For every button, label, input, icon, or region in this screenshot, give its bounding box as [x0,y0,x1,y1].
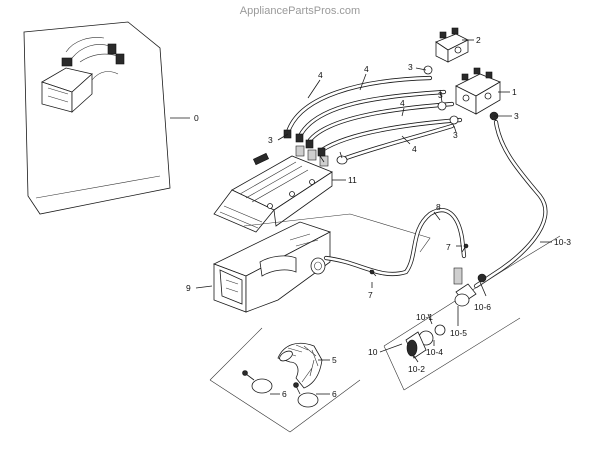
part-2-water-valve [435,27,469,63]
callout-6-right: 6 [332,389,337,399]
callout-3-valve-low: 3 [453,130,458,140]
callout-4-top: 4 [364,64,369,74]
callout-1: 1 [512,87,517,97]
callout-0: 0 [194,113,199,123]
callout-3-valve-mid: 3 [438,90,443,100]
callout-labels: 0 1 2 3 3 3 3 3 4 4 4 4 5 6 6 7 7 8 9 10… [186,35,571,399]
callout-3-valve-right: 3 [514,111,519,121]
callout-10-2: 10-2 [408,364,425,374]
part-6-clamps [209,327,361,433]
callout-10-5: 10-5 [450,328,467,338]
part-1-water-valve [455,67,501,115]
callout-6-left: 6 [282,389,287,399]
part-4-hoses [285,75,463,161]
watermark: AppliancePartsPros.com [240,5,360,17]
callout-10-6: 10-6 [474,302,491,312]
callout-5: 5 [332,355,337,365]
part-5-bellows-hose [277,342,323,389]
leader-lines [170,39,552,395]
callout-2: 2 [476,35,481,45]
part-8-and-10-3-hoses [323,119,548,289]
callout-11: 11 [348,175,357,185]
callout-3-cover: 3 [268,135,273,145]
part-9-drawer-housing [212,213,431,313]
callout-10-4: 10-4 [426,347,443,357]
callout-4-mid: 4 [400,98,405,108]
callout-9: 9 [186,283,191,293]
callout-4-left: 4 [318,70,323,80]
callout-10: 10 [368,347,378,357]
callout-10-3: 10-3 [554,237,571,247]
callout-10-1: 10-1 [416,312,433,322]
part-11-drawer-cover [213,145,333,233]
part-10-drain-assembly [369,235,561,391]
callout-7-lower: 7 [368,290,373,300]
callout-8: 8 [436,202,441,212]
callout-4-low: 4 [412,144,417,154]
part-0-assembly-inset [23,21,171,215]
callout-3-valve-top: 3 [408,62,413,72]
callout-7-upper: 7 [446,242,451,252]
